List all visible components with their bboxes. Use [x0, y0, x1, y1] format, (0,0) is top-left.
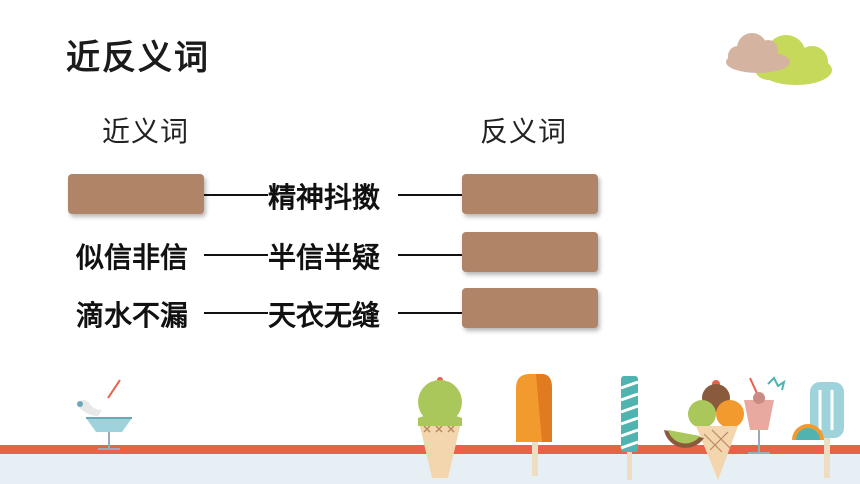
connector-line: [204, 254, 268, 256]
cocktail-icon: [76, 379, 132, 450]
synonym-header: 近义词: [102, 115, 190, 148]
ice-cream-cone-icon: [418, 377, 462, 478]
center-word-2: 半信半疑: [268, 241, 381, 274]
milkshake-icon: [744, 376, 786, 454]
connector-line: [398, 312, 462, 314]
center-word-3: 天衣无缝: [268, 299, 381, 332]
ice-cream-scoops-icon: [664, 380, 744, 480]
answer-box-synonym-1[interactable]: [68, 174, 204, 214]
connector-line: [204, 312, 268, 314]
synonym-word-2: 似信非信: [76, 241, 189, 274]
answer-box-antonym-2[interactable]: [462, 232, 598, 272]
popsicle-blue-icon: [792, 382, 844, 478]
popsicle-striped-icon: [620, 376, 639, 480]
antonym-header: 反义词: [480, 115, 568, 148]
page-title: 近反义词: [66, 38, 210, 78]
connector-line: [204, 194, 268, 196]
center-word-1: 精神抖擞: [268, 181, 381, 214]
connector-line: [398, 254, 462, 256]
cloud-tan-icon: [726, 33, 790, 73]
connector-line: [398, 194, 462, 196]
answer-box-antonym-1[interactable]: [462, 174, 598, 214]
popsicle-orange-icon: [516, 374, 552, 476]
answer-box-antonym-3[interactable]: [462, 288, 598, 328]
synonym-word-3: 滴水不漏: [76, 299, 189, 332]
